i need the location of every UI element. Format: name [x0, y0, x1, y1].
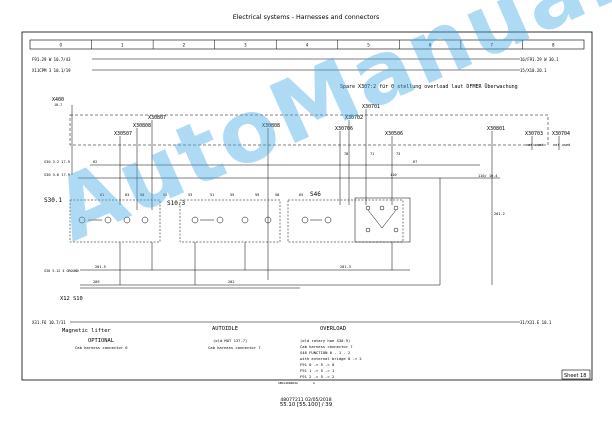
wire-73: 73 — [396, 152, 400, 156]
conn-x30801: X30801 — [487, 126, 505, 132]
overload-note-7: F91 2 -> 5 -> 2 — [300, 374, 334, 379]
wire-201-3: 201.3 — [340, 265, 351, 269]
overload-notes: (old rotary hoe S30.9) Cab harness conne… — [300, 338, 362, 379]
conn-x30704: X30704 — [552, 131, 570, 137]
label-s46: S46 — [310, 191, 321, 198]
column-header — [29, 39, 585, 50]
sheet-label: Sheet 18 — [564, 373, 586, 379]
note-not-used-2: not used — [553, 143, 570, 147]
overload-box — [287, 199, 404, 243]
rail-label-s30-2: S30 3.2 17.9 — [44, 160, 70, 164]
diagram-frame — [21, 31, 593, 381]
vertical-wires — [71, 109, 560, 280]
page-title: Electrical systems - Harnesses and conne… — [232, 14, 380, 21]
drawing-id: SBD14DW4N1A — [278, 381, 298, 385]
wire-53: 53 — [188, 193, 192, 197]
conn-x30507: X30507 — [114, 131, 132, 137]
overload-note-5: F91 0 -> 5 -> 0 — [300, 362, 335, 367]
footer-ref: 48077211 02/05/2018 — [280, 398, 332, 403]
autoidle-box — [179, 199, 281, 243]
wire-201-2: 201.2 — [494, 212, 505, 216]
rail-label-x31: X31.F6 10.7/31 — [32, 320, 66, 325]
wire-numbers: 62 61 63 51 55 59 50 67 78 71 73 65 52 5… — [93, 152, 505, 284]
rail-label-s30-6: S30 3.6 17.9 — [44, 173, 70, 177]
overload-note-1: (old rotary hoe S30.9) — [300, 338, 350, 343]
sheet-box — [561, 369, 591, 380]
column-number: 8 — [552, 43, 555, 48]
overload-note-2: Cab harness connector 7 — [300, 344, 353, 349]
column-number: 5 — [367, 43, 370, 48]
column-grid: 0 1 2 3 4 5 6 7 8 — [60, 40, 555, 49]
rail-label-f91: F91.29 W 10.7/43 — [32, 57, 71, 62]
caption-cab-harness-7: Cab harness connector 7 — [208, 345, 261, 350]
wire-67: 67 — [413, 160, 417, 164]
wire-110: 110 — [390, 173, 397, 177]
conn-x30506: X30506 — [385, 131, 403, 137]
caption-magnetic-lifter: Magnetic lifter — [62, 328, 111, 334]
caption-optional: OPTIONAL — [88, 338, 114, 344]
overload-switch-block — [354, 197, 411, 243]
rail-label-x11: X11CPM 3 10.1/19 — [32, 68, 71, 73]
conn-x30703: X30703 — [525, 131, 543, 137]
column-number: 0 — [60, 43, 63, 48]
rail-label-right-x10: 15/X10.20.1 — [520, 68, 547, 73]
rail-label-ground: S30 3.12 4 GROUND — [44, 269, 79, 273]
magnetic-lifter-box — [69, 199, 161, 243]
conn-x30807: X30807 — [148, 115, 166, 121]
wire-209: 209 — [93, 280, 100, 284]
caption-overload: OVERLOAD — [320, 326, 346, 332]
wire-59: 59 — [255, 193, 259, 197]
conn-x30808a: X30808 — [133, 123, 151, 129]
caption-autoidle: AUTOIDLE — [212, 326, 238, 332]
x400-ref: 10.7 — [54, 103, 62, 107]
column-number: 4 — [306, 43, 309, 48]
overload-note-3: S46 FUNCTION 0 - 1 - 2 — [300, 350, 350, 355]
wire-51: 51 — [210, 193, 214, 197]
overload-note-6: F91 1 -> 5 -> 1 — [300, 368, 335, 373]
column-number: 2 — [183, 43, 186, 48]
wire-71: 71 — [370, 152, 374, 156]
wire-58: 58 — [275, 193, 279, 197]
overload-note-4: with external bridge 0 -> 2 — [300, 356, 362, 361]
wire-65: 65 — [299, 193, 303, 197]
label-s10-3: S10.3 — [167, 200, 185, 207]
drawing-rev: A — [313, 381, 315, 385]
conn-x30808b: X30808 — [262, 123, 280, 129]
column-number: 6 — [429, 43, 432, 48]
caption-autoidle-sub: (old MOT 137.7) — [213, 338, 247, 343]
column-number: 1 — [121, 43, 124, 48]
rail-label-right-f91: 16/F91.29 W 30.1 — [520, 57, 559, 62]
rail-label-right-x31: 31/X31.E 10.1 — [520, 320, 552, 325]
footer-page: 55.10 [55.100] / 39 — [279, 402, 333, 408]
switch-symbols — [78, 205, 399, 233]
wire-62: 62 — [93, 160, 97, 164]
note-not-used-1: not used — [526, 143, 543, 147]
column-number: 7 — [490, 43, 493, 48]
conn-x30701: X30701 — [362, 104, 380, 110]
caption-cab-harness-6: Cab harness connector 6 — [75, 345, 128, 350]
wire-55: 55 — [230, 193, 234, 197]
conn-x30702: X30702 — [345, 115, 363, 121]
label-s30-1: S30.1 — [44, 197, 62, 204]
wire-50: 50 — [140, 193, 144, 197]
conn-x30706: X30706 — [335, 126, 353, 132]
spare-note: Spare X307:2 für 0 stellung overload lau… — [340, 83, 518, 90]
label-x12: X12 S10 — [60, 296, 83, 302]
wire-63: 63 — [125, 193, 129, 197]
wire-61: 61 — [100, 193, 104, 197]
cab-connector-block — [69, 114, 549, 146]
wire-201-5: 201.5 — [95, 265, 106, 269]
wire-202: 202 — [228, 280, 235, 284]
wire-52: 52 — [163, 193, 167, 197]
lower-buses — [80, 178, 493, 289]
wire-78: 78 — [344, 152, 348, 156]
x400-label: X400 — [52, 97, 64, 103]
rail-label-right-110: 110/ 10.4 — [478, 174, 497, 178]
column-number: 3 — [244, 43, 247, 48]
